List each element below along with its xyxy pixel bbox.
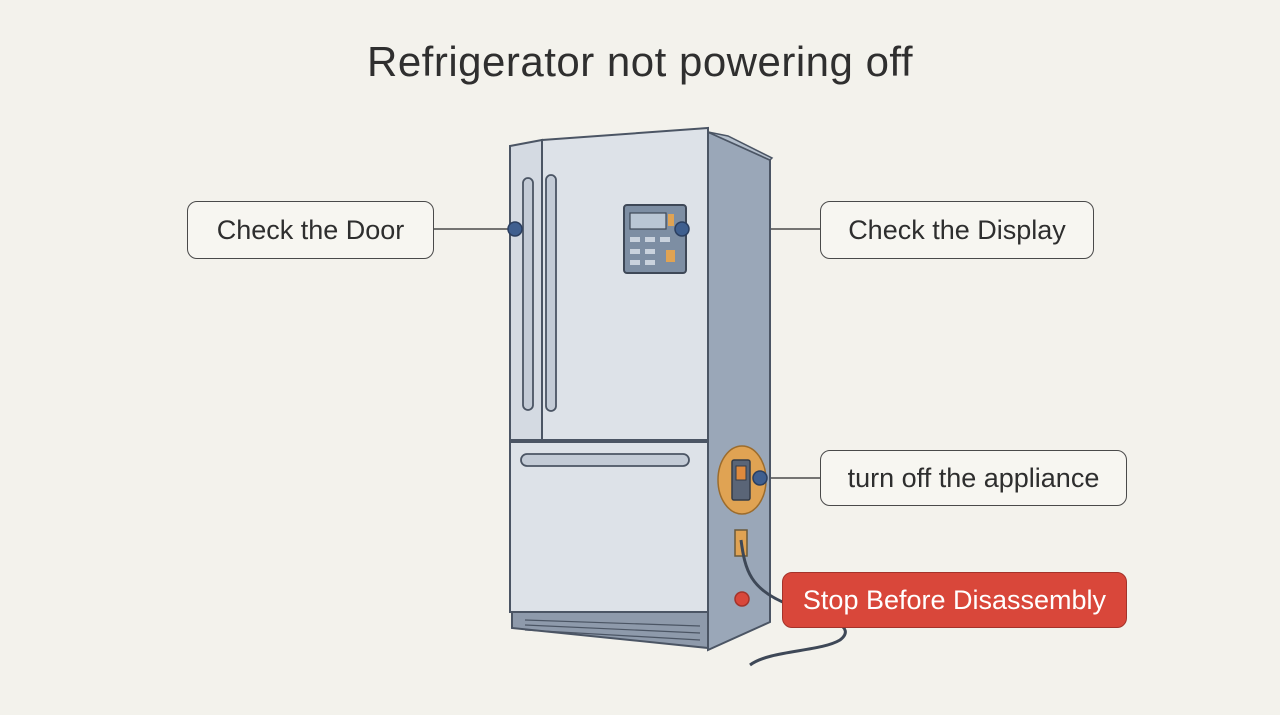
- stop-marker: [734, 591, 750, 607]
- right-door-handle: [545, 174, 557, 412]
- base-grille: [511, 611, 709, 650]
- fridge-top-edge: [707, 131, 774, 161]
- freezer-drawer: [509, 441, 709, 613]
- door-marker: [507, 221, 523, 237]
- check-display-callout: Check the Display: [820, 201, 1094, 259]
- display-marker: [674, 221, 690, 237]
- turn-off-appliance-callout: turn off the appliance: [820, 450, 1127, 506]
- left-door-handle: [522, 177, 534, 411]
- switch-marker: [752, 470, 768, 486]
- display-screen: [629, 212, 667, 230]
- fridge-side-panel: [707, 130, 771, 652]
- check-door-callout: Check the Door: [187, 201, 434, 259]
- page-title: Refrigerator not powering off: [366, 38, 914, 85]
- right-upper-door: [541, 126, 709, 441]
- stop-before-disassembly-callout: Stop Before Disassembly: [782, 572, 1127, 628]
- freezer-handle: [520, 453, 690, 467]
